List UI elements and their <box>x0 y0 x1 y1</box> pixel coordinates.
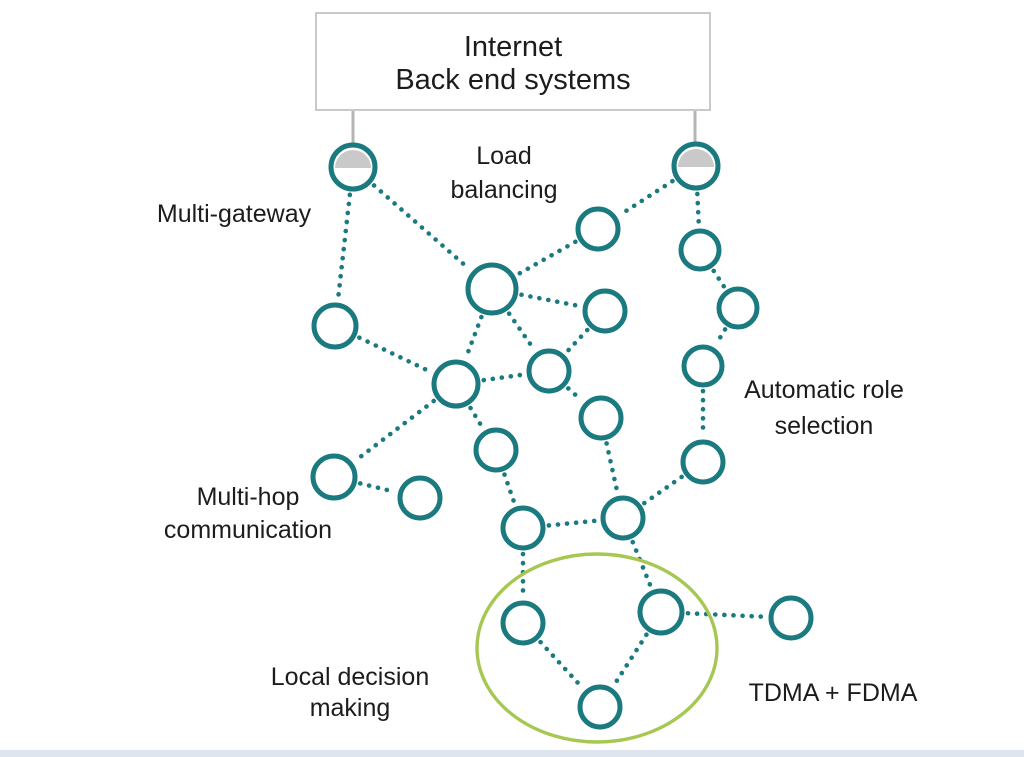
node-n3 <box>465 262 519 316</box>
node-ring-n16 <box>600 495 646 541</box>
edge-gateway-right-n2 <box>695 191 702 228</box>
label-multi-hop-communication: Multi-hop communication <box>164 483 332 544</box>
gateway-node-gateway-left <box>328 142 378 192</box>
edges-layer <box>335 178 768 691</box>
edge-n10-n16 <box>604 441 620 495</box>
node-n5 <box>582 288 628 334</box>
gateway-node-gateway-right <box>671 141 721 191</box>
node-ring-n15 <box>500 505 546 551</box>
edge-n7-n11 <box>353 398 437 463</box>
edge-n16-n14 <box>642 474 684 506</box>
node-ring-n9 <box>681 344 725 388</box>
node-ring-n5 <box>582 288 628 334</box>
nodes-layer <box>310 141 814 730</box>
node-n15 <box>500 505 546 551</box>
label-automatic-role-selection-line-1: selection <box>775 412 874 440</box>
node-ring-n19 <box>577 684 623 730</box>
group-ellipse <box>475 552 719 744</box>
edge-n3-n5 <box>519 292 582 309</box>
label-multi-gateway-line-0: Multi-gateway <box>157 200 312 228</box>
node-ring-n11 <box>310 453 358 501</box>
label-multi-gateway: Multi-gateway <box>157 200 312 228</box>
edge-n4-n7 <box>357 335 434 375</box>
label-load-balancing-line-0: Load <box>476 142 532 170</box>
node-ring-n8 <box>526 348 572 394</box>
node-n18 <box>637 588 685 636</box>
edge-n6-n9 <box>713 327 728 347</box>
edge-n13-n15 <box>502 472 517 506</box>
label-multi-hop-communication-line-0: Multi-hop <box>197 483 300 511</box>
node-ring-n10 <box>578 395 624 441</box>
label-local-decision-making: Local decision making <box>271 663 429 722</box>
node-n14 <box>680 439 726 485</box>
node-ring-n13 <box>473 427 519 473</box>
label-automatic-role-selection-line-0: Automatic role <box>744 376 904 404</box>
node-n2 <box>678 228 722 272</box>
node-ring-n12 <box>397 475 443 521</box>
node-n10 <box>578 395 624 441</box>
edge-n3-n8 <box>506 311 537 352</box>
node-n13 <box>473 427 519 473</box>
label-local-decision-making-line-0: Local decision <box>271 663 429 691</box>
node-ring-n4 <box>311 302 359 350</box>
node-n12 <box>397 475 443 521</box>
node-ring-n17 <box>500 600 546 646</box>
node-n7 <box>431 359 481 409</box>
gateway-half-fill-gateway-right <box>678 149 714 167</box>
edge-n2-n6 <box>711 268 727 290</box>
edge-n7-n13 <box>468 405 485 431</box>
node-ring-n6 <box>716 286 760 330</box>
label-load-balancing-line-1: balancing <box>450 176 557 204</box>
edge-gateway-left-n3 <box>371 183 472 272</box>
edge-n18-n19 <box>611 632 649 688</box>
node-n4 <box>311 302 359 350</box>
node-n9 <box>681 344 725 388</box>
node-n6 <box>716 286 760 330</box>
node-ring-n14 <box>680 439 726 485</box>
node-n8 <box>526 348 572 394</box>
node-n1 <box>575 206 621 252</box>
node-n11 <box>310 453 358 501</box>
gateway-half-fill-gateway-left <box>335 150 371 168</box>
edge-n5-n8 <box>564 327 590 355</box>
label-local-decision-making-line-1: making <box>310 694 391 722</box>
node-ring-n2 <box>678 228 722 272</box>
edge-n8-n10 <box>565 386 585 403</box>
backend-box-line-0: Internet <box>464 31 562 63</box>
label-multi-hop-communication-line-1: communication <box>164 516 332 544</box>
node-ring-n20 <box>768 595 814 641</box>
footer-strip <box>0 750 1024 757</box>
node-n20 <box>768 595 814 641</box>
node-ring-n7 <box>431 359 481 409</box>
edge-gateway-left-n4 <box>335 192 353 302</box>
node-ring-n18 <box>637 588 685 636</box>
edge-n17-n19 <box>538 639 585 691</box>
node-ring-n3 <box>465 262 519 316</box>
label-automatic-role-selection: Automatic role selection <box>744 376 904 440</box>
edge-n1-n3 <box>515 239 578 277</box>
edge-n15-n16 <box>546 518 600 528</box>
backend-box-frame <box>315 12 711 111</box>
node-n19 <box>577 684 623 730</box>
backend-box-line-1: Back end systems <box>395 64 630 96</box>
node-ring-n1 <box>575 206 621 252</box>
node-n16 <box>600 495 646 541</box>
edge-n3-n7 <box>463 314 484 361</box>
label-tdma-fdma-line-0: TDMA + FDMA <box>749 679 918 707</box>
edge-n18-n20 <box>685 610 768 620</box>
edge-n7-n8 <box>481 372 526 383</box>
node-n17 <box>500 600 546 646</box>
edge-gateway-right-n1 <box>617 178 675 218</box>
label-tdma-fdma: TDMA + FDMA <box>749 679 918 707</box>
edge-n16-n18 <box>630 539 654 590</box>
label-load-balancing: Load balancing <box>450 142 557 204</box>
edge-n11-n12 <box>357 481 398 495</box>
